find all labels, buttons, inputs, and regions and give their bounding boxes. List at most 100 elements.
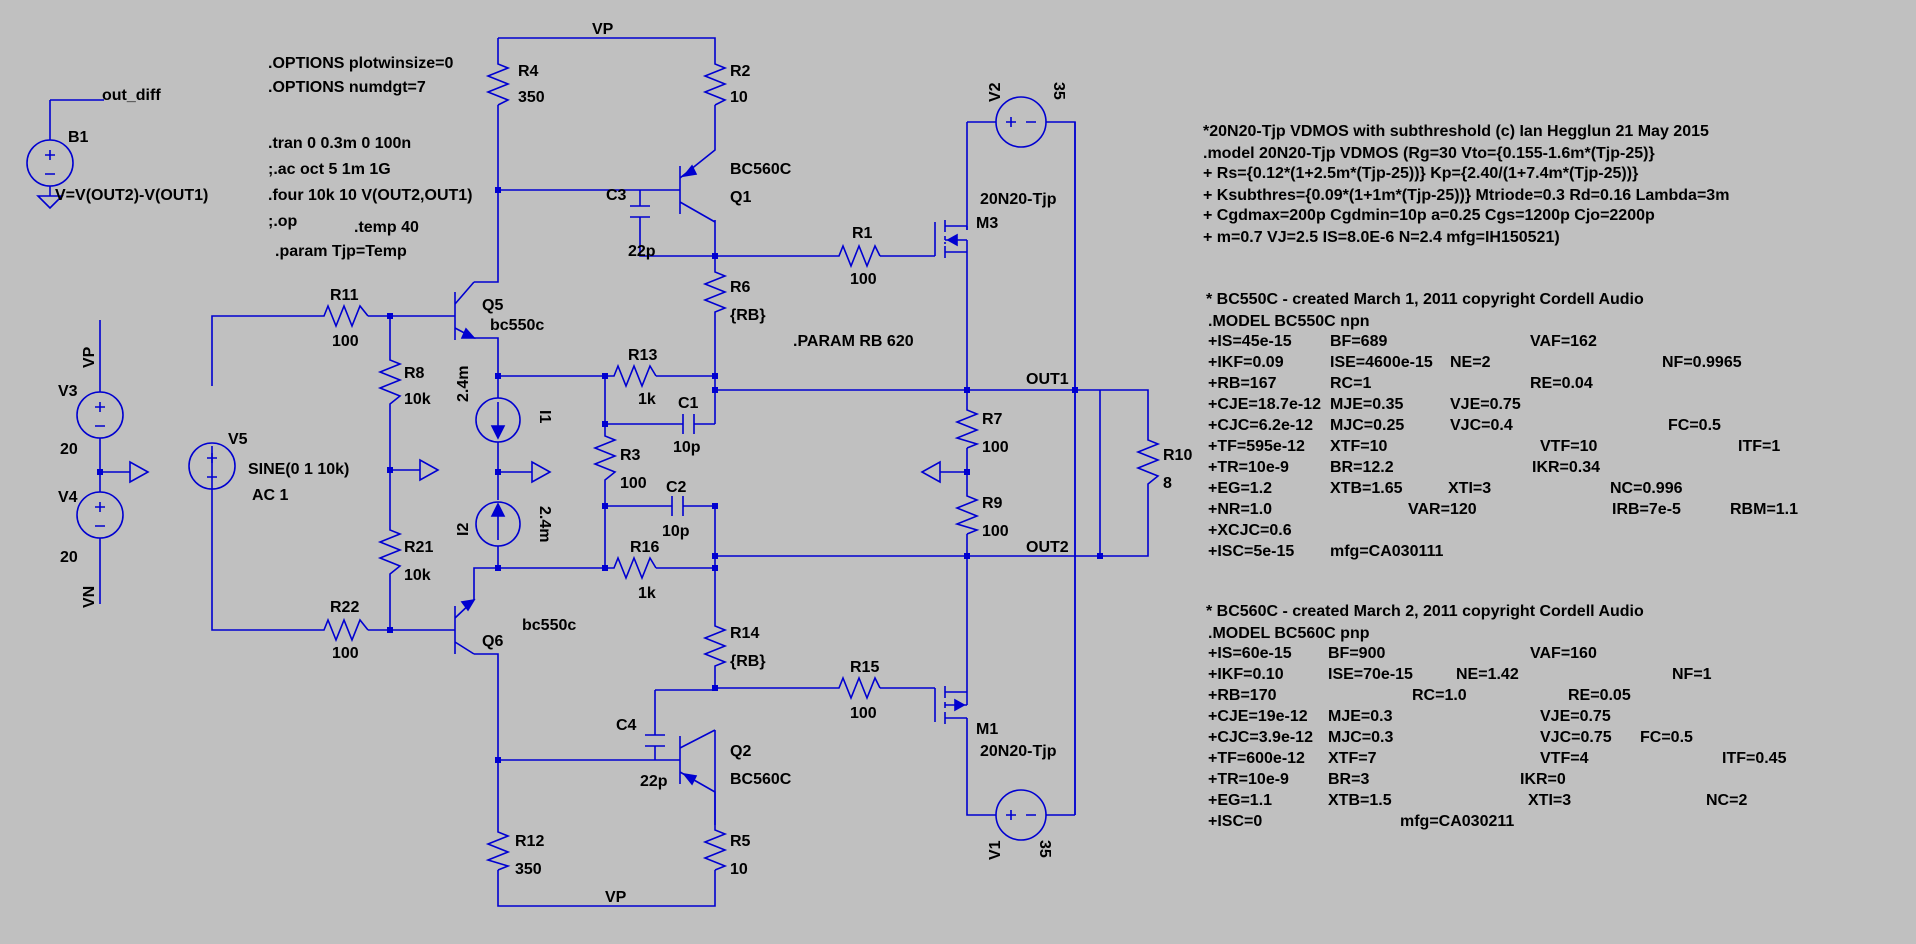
q5-model[interactable]: bc550c (490, 317, 544, 334)
r6-name[interactable]: R6 (730, 279, 751, 296)
net-label-vp-bottom[interactable]: VP (605, 889, 627, 906)
net-label-vp-left[interactable]: VP (81, 346, 98, 368)
i2-value[interactable]: 2.4m (536, 506, 553, 542)
directive-tran[interactable]: .tran 0 0.3m 0 100n (268, 135, 411, 152)
q5-name[interactable]: Q5 (482, 297, 503, 314)
b1-name[interactable]: B1 (68, 129, 89, 146)
v2-value[interactable]: 35 (1050, 82, 1067, 100)
r6-value[interactable]: {RB} (730, 307, 766, 324)
r4-value[interactable]: 350 (518, 89, 545, 106)
r15-value[interactable]: 100 (850, 705, 877, 722)
v3-name[interactable]: V3 (58, 383, 78, 400)
vdmos-line: *20N20-Tjp VDMOS with subthreshold (c) I… (1203, 123, 1709, 140)
r15-name[interactable]: R15 (850, 659, 879, 676)
v3-value[interactable]: 20 (60, 441, 78, 458)
directive-four[interactable]: .four 10k 10 V(OUT2,OUT1) (268, 187, 473, 204)
q2-model[interactable]: BC560C (730, 771, 792, 788)
capacitor-c4-symbol (645, 734, 665, 747)
v4-name[interactable]: V4 (58, 489, 78, 506)
directive-ac[interactable]: ;.ac oct 5 1m 1G (268, 161, 391, 178)
r22-value[interactable]: 100 (332, 645, 359, 662)
directive-options-plotwinsize[interactable]: .OPTIONS plotwinsize=0 (268, 55, 453, 72)
c1-value[interactable]: 10p (673, 439, 701, 456)
r21-name[interactable]: R21 (404, 539, 433, 556)
i1-value[interactable]: 2.4m (455, 366, 472, 402)
q6-model[interactable]: bc550c (522, 617, 576, 634)
r14-name[interactable]: R14 (730, 625, 759, 642)
r16-name[interactable]: R16 (630, 539, 659, 556)
v1-name[interactable]: V1 (987, 840, 1004, 860)
b1-expression[interactable]: V=V(OUT2)-V(OUT1) (55, 187, 208, 204)
c3-value[interactable]: 22p (628, 243, 656, 260)
m3-model[interactable]: 20N20-Tjp (980, 191, 1057, 208)
q2-name[interactable]: Q2 (730, 743, 751, 760)
r10-value[interactable]: 8 (1163, 475, 1172, 492)
resistor-r13-symbol (610, 363, 657, 389)
r13-value[interactable]: 1k (638, 391, 656, 408)
r16-value[interactable]: 1k (638, 585, 656, 602)
bc550c-model-card[interactable]: * BC550C - created March 1, 2011 copyrig… (1206, 291, 1798, 560)
c4-name[interactable]: C4 (616, 717, 637, 734)
r9-name[interactable]: R9 (982, 495, 1003, 512)
net-label-out2[interactable]: OUT2 (1026, 539, 1069, 556)
r5-name[interactable]: R5 (730, 833, 751, 850)
r9-value[interactable]: 100 (982, 523, 1009, 540)
net-label-vn-left[interactable]: VN (81, 586, 98, 608)
r12-name[interactable]: R12 (515, 833, 544, 850)
v5-ac[interactable]: AC 1 (252, 487, 289, 504)
bc560c-comment: * BC560C - created March 2, 2011 copyrig… (1206, 603, 1644, 620)
r10-name[interactable]: R10 (1163, 447, 1192, 464)
r7-value[interactable]: 100 (982, 439, 1009, 456)
directive-options-numdgt[interactable]: .OPTIONS numdgt=7 (268, 79, 426, 96)
r12-value[interactable]: 350 (515, 861, 542, 878)
directive-temp[interactable]: .temp 40 (354, 219, 419, 236)
r1-name[interactable]: R1 (852, 225, 873, 242)
q6-name[interactable]: Q6 (482, 633, 503, 650)
r14-value[interactable]: {RB} (730, 653, 766, 670)
net-label-out-diff[interactable]: out_diff (102, 87, 161, 104)
bc550c-param: +TF=595e-12 (1208, 438, 1305, 455)
q1-name[interactable]: Q1 (730, 189, 751, 206)
v2-name[interactable]: V2 (987, 82, 1004, 102)
v5-value[interactable]: SINE(0 1 10k) (248, 461, 349, 478)
v1-value[interactable]: 35 (1036, 840, 1053, 858)
c3-name[interactable]: C3 (606, 187, 627, 204)
r4-name[interactable]: R4 (518, 63, 539, 80)
net-label-vp-top[interactable]: VP (592, 21, 614, 38)
bc560c-param: mfg=CA030211 (1400, 813, 1514, 830)
directive-param-tjp[interactable]: .param Tjp=Temp (275, 243, 407, 260)
m1-name[interactable]: M1 (976, 721, 998, 738)
v5-name[interactable]: V5 (228, 431, 248, 448)
r11-value[interactable]: 100 (332, 333, 359, 350)
c1-name[interactable]: C1 (678, 395, 699, 412)
i1-name[interactable]: I1 (536, 410, 553, 423)
c4-value[interactable]: 22p (640, 773, 668, 790)
r1-value[interactable]: 100 (850, 271, 877, 288)
r2-value[interactable]: 10 (730, 89, 748, 106)
directive-op[interactable]: ;.op (268, 213, 298, 230)
r3-name[interactable]: R3 (620, 447, 641, 464)
r2-name[interactable]: R2 (730, 63, 751, 80)
r11-name[interactable]: R11 (330, 287, 359, 304)
m3-name[interactable]: M3 (976, 215, 998, 232)
c2-name[interactable]: C2 (666, 479, 687, 496)
r13-name[interactable]: R13 (628, 347, 657, 364)
m1-model[interactable]: 20N20-Tjp (980, 743, 1057, 760)
q1-model[interactable]: BC560C (730, 161, 792, 178)
r8-value[interactable]: 10k (404, 391, 431, 408)
r3-value[interactable]: 100 (620, 475, 647, 492)
r5-value[interactable]: 10 (730, 861, 748, 878)
bc560c-model-card[interactable]: * BC560C - created March 2, 2011 copyrig… (1206, 603, 1787, 830)
net-label-out1[interactable]: OUT1 (1026, 371, 1069, 388)
directive-param-rb[interactable]: .PARAM RB 620 (793, 333, 914, 350)
r7-name[interactable]: R7 (982, 411, 1003, 428)
i2-name[interactable]: I2 (455, 523, 472, 536)
r21-value[interactable]: 10k (404, 567, 431, 584)
v4-value[interactable]: 20 (60, 549, 78, 566)
bc550c-param: +EG=1.2 (1208, 480, 1272, 497)
r8-name[interactable]: R8 (404, 365, 425, 382)
c2-value[interactable]: 10p (662, 523, 690, 540)
r22-name[interactable]: R22 (330, 599, 359, 616)
vdmos-model-card[interactable]: *20N20-Tjp VDMOS with subthreshold (c) I… (1203, 123, 1729, 246)
